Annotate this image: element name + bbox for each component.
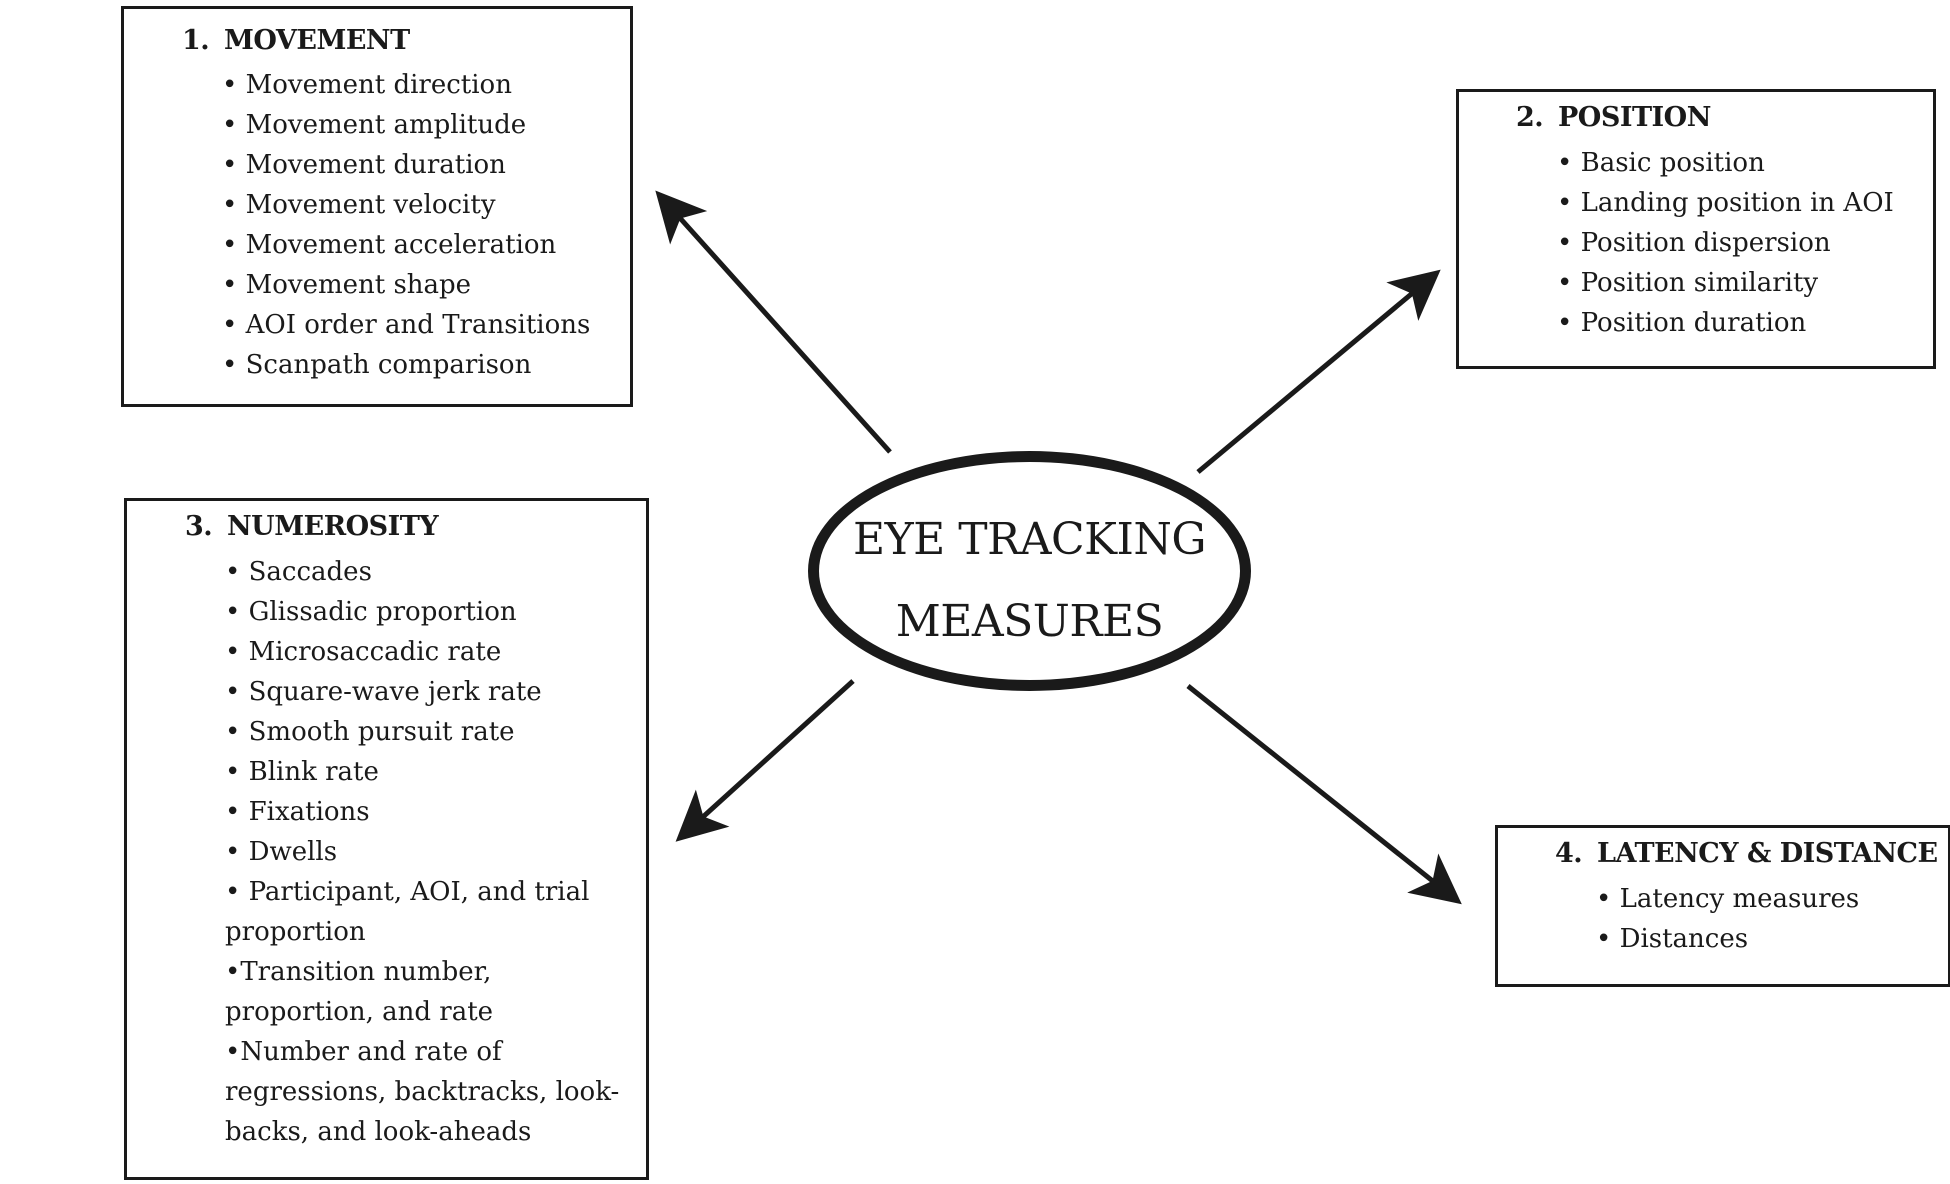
list-item: • Movement acceleration [222,230,557,260]
list-item: • Saccades [225,557,372,587]
list-item: • Scanpath comparison [222,350,532,380]
arrow-to-numerosity [675,679,855,842]
category-title-text: LATENCY & DISTANCE [1597,838,1938,869]
list-item: • Fixations [225,797,370,827]
list-item: • Position similarity [1557,268,1819,298]
list-item: • Position duration [1557,308,1807,338]
list-item: • Blink rate [225,757,379,787]
list-item: • AOI order and Transitions [222,310,591,340]
arrow-to-movement [655,190,892,454]
center-title-line-2: MEASURES [895,596,1164,647]
category-box-latency-distance: 4. LATENCY & DISTANCE • Latency measures … [1495,825,1950,987]
list-item: • Distances [1596,924,1749,954]
arrow-to-position [1196,269,1441,474]
list-item: • Microsaccadic rate [225,637,502,667]
measure-list: • Basic position • Landing position in A… [1557,143,1927,343]
category-number: 1. [182,25,210,56]
list-item: • Glissadic proportion [225,597,517,627]
category-number: 4. [1555,838,1583,869]
category-title: 3. NUMEROSITY [185,511,439,542]
list-item: • Basic position [1557,148,1765,178]
list-item: • Movement duration [222,150,506,180]
list-item: • Movement amplitude [222,110,527,140]
list-item: • Smooth pursuit rate [225,717,515,747]
category-title: 2. POSITION [1516,102,1711,133]
center-ellipse: EYE TRACKING MEASURES [808,451,1251,691]
list-item: • Landing position in AOI [1557,188,1894,218]
list-item: • Position dispersion [1557,228,1831,258]
arrow-to-latency [1186,684,1462,905]
category-title-text: NUMEROSITY [227,511,439,542]
category-title: 1. MOVEMENT [182,25,410,56]
category-number: 3. [185,511,213,542]
list-item: • Movement direction [222,70,512,100]
list-item: • Latency measures [1596,884,1860,914]
category-box-numerosity: 3. NUMEROSITY • Saccades • Glissadic prop… [124,498,649,1180]
category-title-text: MOVEMENT [224,25,410,56]
category-title-text: POSITION [1558,102,1711,133]
center-title-line-1: EYE TRACKING [852,514,1207,565]
list-item: •Number and rate of regressions, backtra… [225,1037,620,1147]
measure-list: • Saccades • Glissadic proportion • Micr… [225,552,630,1152]
category-box-movement: 1. MOVEMENT • Movement direction • Moveme… [121,6,633,407]
list-item: • Participant, AOI, and trial proportion [225,877,590,947]
list-item: • Square-wave jerk rate [225,677,542,707]
measure-list: • Movement direction • Movement amplitud… [222,65,622,385]
measure-list: • Latency measures • Distances [1596,879,1936,959]
list-item: • Dwells [225,837,338,867]
list-item: • Movement velocity [222,190,496,220]
list-item: •Transition number, proportion, and rate [225,957,494,1027]
category-number: 2. [1516,102,1544,133]
category-box-position: 2. POSITION • Basic position • Landing po… [1456,89,1936,369]
category-title: 4. LATENCY & DISTANCE [1555,838,1938,869]
list-item: • Movement shape [222,270,472,300]
